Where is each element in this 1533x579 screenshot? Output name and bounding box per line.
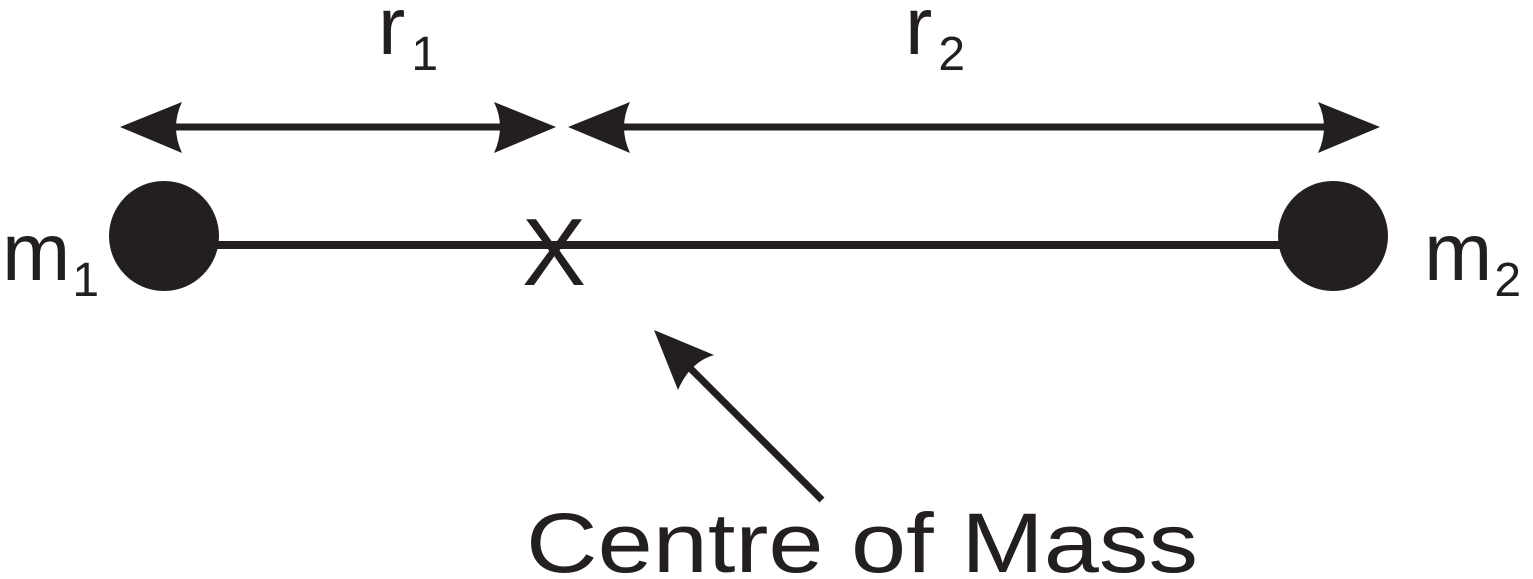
pointer-arrow-shaft bbox=[685, 363, 825, 503]
r1-double-arrow bbox=[120, 102, 556, 153]
mass-2-label: m2 bbox=[1424, 207, 1521, 307]
centre-of-mass-caption: Centre of Mass bbox=[526, 496, 1198, 579]
pointer-arrowhead bbox=[654, 330, 714, 390]
r2-subscript: 2 bbox=[938, 28, 965, 81]
r1-subscript: 1 bbox=[411, 28, 438, 81]
mass-2-circle bbox=[1278, 181, 1388, 291]
r2-arrowhead-left bbox=[568, 102, 630, 153]
r1-arrowhead-left bbox=[120, 102, 182, 153]
r2-double-arrow bbox=[568, 102, 1380, 153]
r2-symbol: r bbox=[905, 0, 932, 72]
pointer-arrow bbox=[654, 330, 825, 503]
centre-of-mass-marker: X bbox=[522, 199, 586, 306]
mass-1-circle bbox=[109, 181, 219, 291]
r2-arrowhead-right bbox=[1318, 102, 1380, 153]
mass-2-symbol: m bbox=[1424, 207, 1492, 298]
r1-arrowhead-right bbox=[494, 102, 556, 153]
mass-1-subscript: 1 bbox=[72, 254, 99, 307]
mass-2-subscript: 2 bbox=[1494, 254, 1521, 307]
r1-symbol: r bbox=[378, 0, 405, 72]
mass-1-label: m1 bbox=[2, 207, 99, 307]
mass-1-symbol: m bbox=[2, 207, 70, 298]
